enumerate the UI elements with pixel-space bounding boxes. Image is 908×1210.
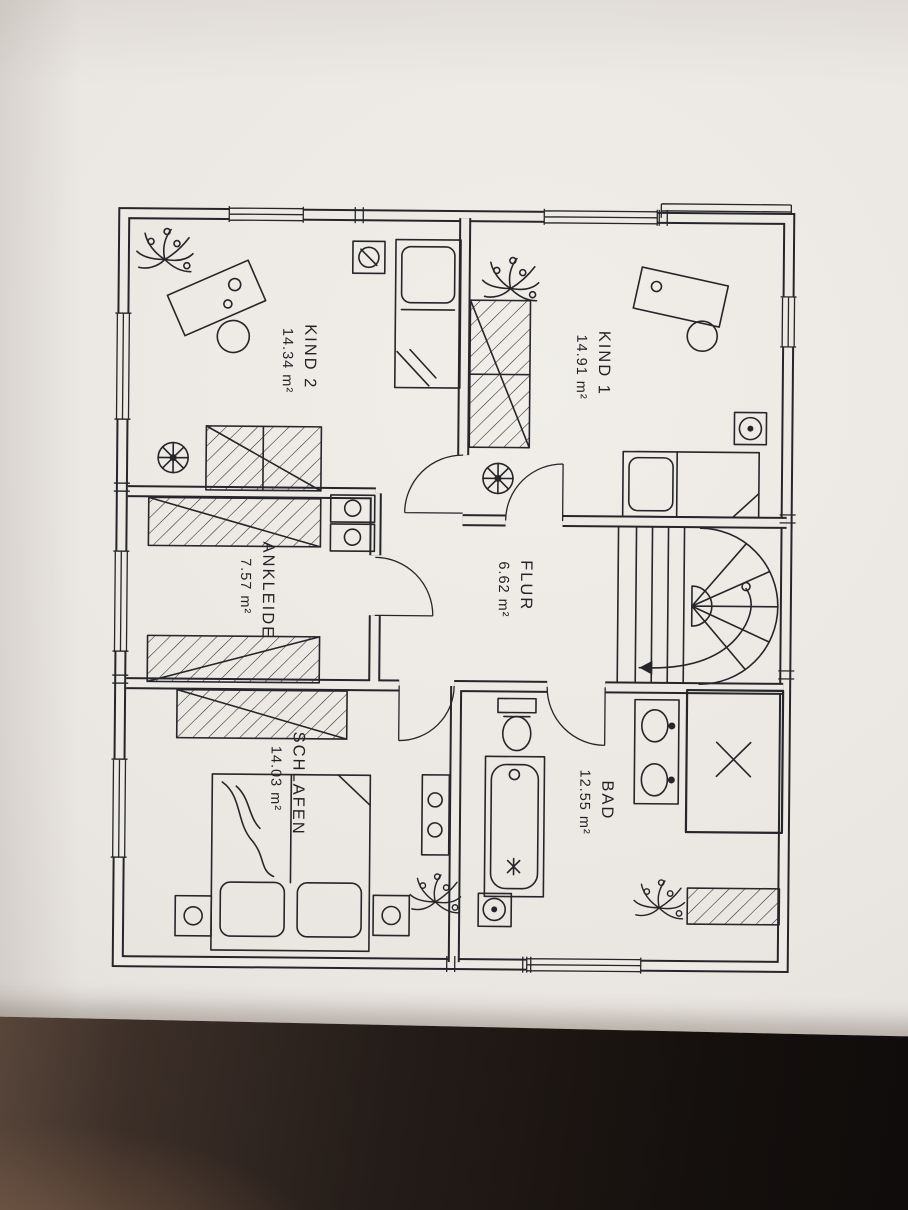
staircase xyxy=(616,526,779,685)
chair-icon xyxy=(216,319,251,354)
stair-walk-line xyxy=(638,587,752,669)
door-kind1 xyxy=(504,463,564,521)
room-area: 14.91 m² xyxy=(573,334,590,399)
window-bottom xyxy=(526,956,642,974)
toilet-icon xyxy=(497,697,537,752)
pillow xyxy=(296,881,363,938)
wardrobe-icon xyxy=(146,634,321,684)
stair-direction-arrow xyxy=(639,660,653,675)
window-left-3 xyxy=(110,758,128,858)
room-area: 7.57 m² xyxy=(237,558,253,614)
ceiling-fan-icon xyxy=(482,462,514,495)
door-swings xyxy=(374,454,606,747)
washing-machine-icon xyxy=(477,892,513,928)
room-name: BAD xyxy=(598,780,616,820)
room-labels: KIND 2 14.34 m² KIND 1 14.91 m² ANKLEIDE… xyxy=(237,324,617,836)
wardrobe-icon xyxy=(147,496,322,548)
table-surface xyxy=(0,1016,908,1210)
desk-icon xyxy=(166,259,267,354)
room-bad-furniture xyxy=(477,688,785,928)
desk-icon xyxy=(632,266,730,328)
room-name: KIND 1 xyxy=(595,331,614,396)
window-top-right xyxy=(543,208,658,226)
room-label-kind1: KIND 1 14.91 m² xyxy=(573,331,614,400)
vent-icon xyxy=(351,240,386,275)
window-left-2 xyxy=(112,550,130,652)
window-right xyxy=(780,296,797,348)
floor-plan-svg: KIND 2 14.34 m² KIND 1 14.91 m² ANKLEIDE… xyxy=(110,203,797,974)
wardrobe-icon xyxy=(468,299,532,449)
bathtub-icon xyxy=(483,755,546,898)
plant-icon xyxy=(135,227,194,273)
room-name: KIND 2 xyxy=(301,324,320,389)
room-label-kind2: KIND 2 14.34 m² xyxy=(279,324,320,393)
plant-icon xyxy=(481,256,540,302)
room-kind1-furniture xyxy=(468,256,768,519)
plant-icon xyxy=(633,878,686,920)
room-ankleide-furniture xyxy=(146,494,376,684)
room-name: SCHLAFEN xyxy=(289,732,308,836)
duvet xyxy=(221,781,275,878)
bed-icon xyxy=(621,450,761,519)
room-label-bad: BAD 12.55 m² xyxy=(576,769,616,834)
bed-icon xyxy=(393,238,462,389)
shower-icon xyxy=(684,688,785,835)
room-area: 14.03 m² xyxy=(267,746,284,811)
vent-icon xyxy=(733,411,768,446)
pillow xyxy=(627,456,674,512)
room-label-ankleide: ANKLEIDE 7.57 m² xyxy=(237,542,278,640)
door-bad xyxy=(546,686,606,747)
wardrobe-icon xyxy=(175,688,348,740)
radiator-icon xyxy=(686,887,781,926)
chair-icon xyxy=(686,320,719,352)
dresser-icon xyxy=(420,773,451,856)
nightstand-icon xyxy=(174,894,213,937)
double-sink-icon xyxy=(633,698,680,805)
room-area: 12.55 m² xyxy=(576,769,593,834)
room-label-schlafen: SCHLAFEN 14.03 m² xyxy=(267,732,308,836)
room-area: 6.62 m² xyxy=(495,561,511,617)
pillow xyxy=(400,245,456,304)
ceiling-fan-icon xyxy=(157,441,190,474)
drain-icon xyxy=(506,857,521,876)
window-top-left xyxy=(228,206,304,223)
door-schlafen xyxy=(398,685,455,742)
room-area: 14.34 m² xyxy=(279,328,296,393)
floor-plan: KIND 2 14.34 m² KIND 1 14.91 m² ANKLEIDE… xyxy=(110,203,797,974)
room-kind2-furniture xyxy=(135,227,462,492)
room-label-flur: FLUR 6.62 m² xyxy=(495,560,536,618)
washer-dryer-icon xyxy=(329,494,376,553)
door-ankleide xyxy=(374,556,434,617)
room-name: ANKLEIDE xyxy=(259,542,278,640)
pillow xyxy=(219,881,286,938)
interior-walls xyxy=(126,218,787,963)
room-name: FLUR xyxy=(517,560,535,611)
double-bed-icon xyxy=(210,773,372,953)
window-left-1 xyxy=(114,312,132,420)
wall-joint-ticks xyxy=(112,203,796,973)
nightstand-icon xyxy=(372,894,411,937)
room-schlafen-furniture xyxy=(174,688,462,953)
door-kind2 xyxy=(404,454,464,514)
wardrobe-icon xyxy=(205,425,323,492)
windows xyxy=(110,206,797,974)
